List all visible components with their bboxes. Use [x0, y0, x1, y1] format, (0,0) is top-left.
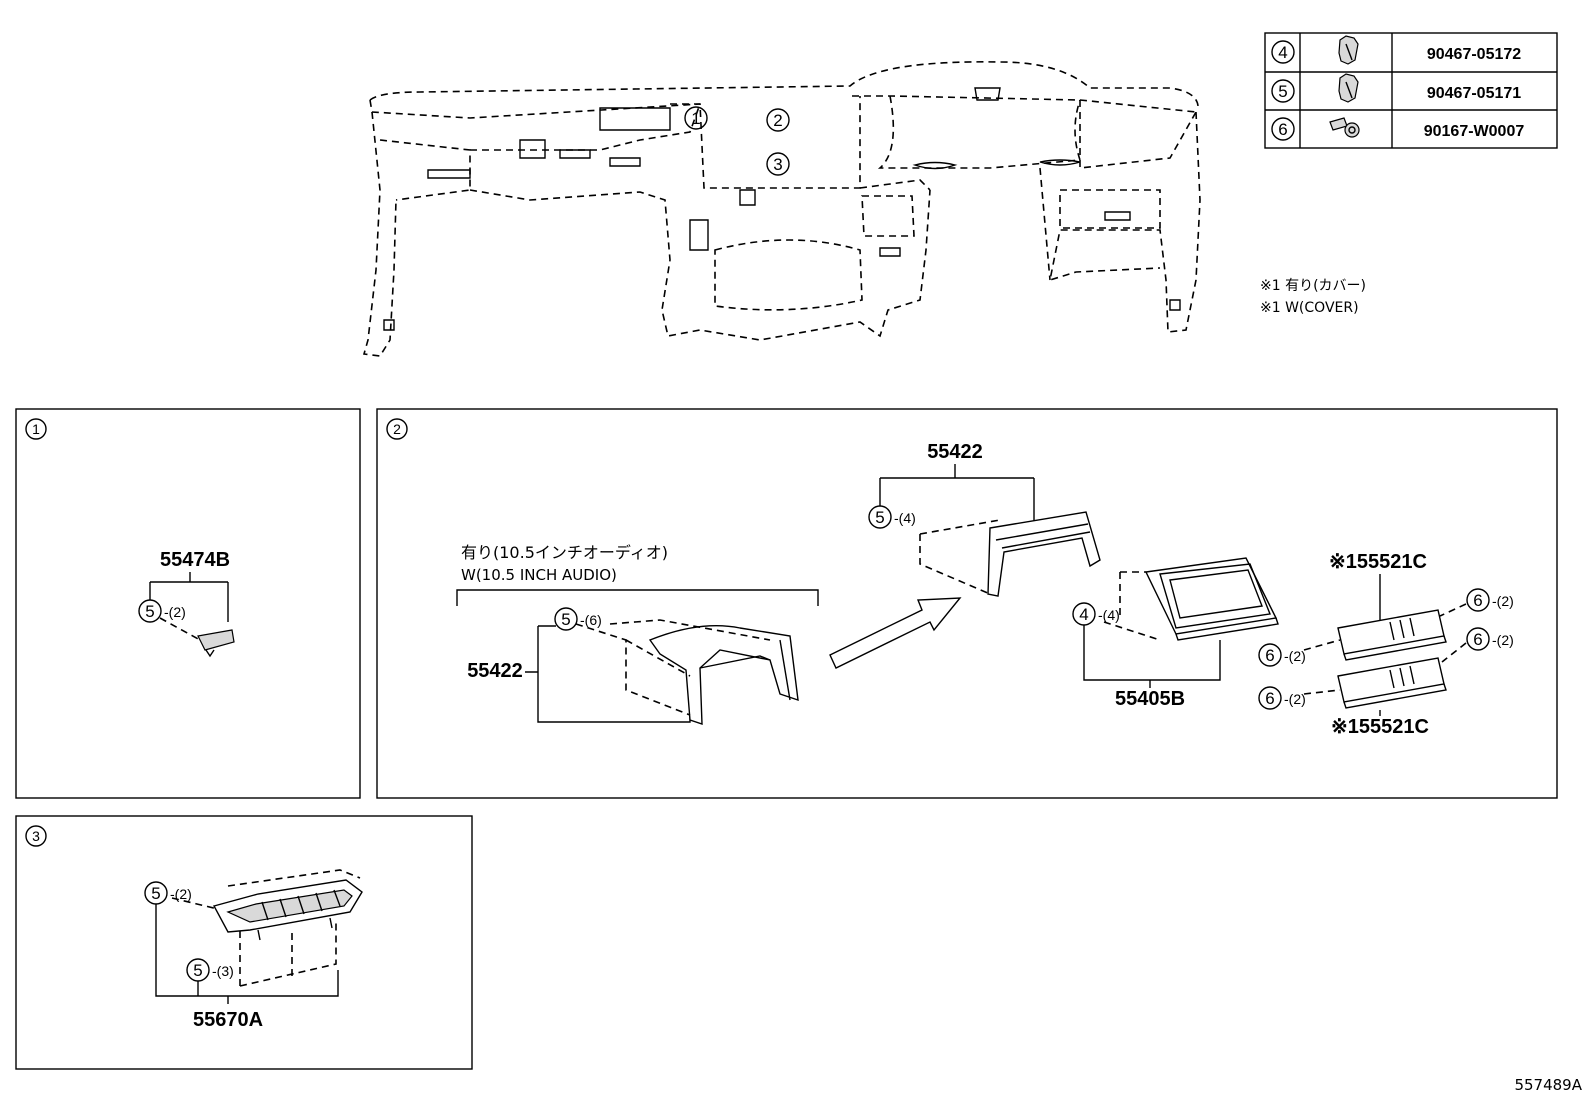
overview-callout-1: 1	[684, 106, 708, 130]
part-55521C-upper-cover	[1337, 609, 1447, 661]
part-label-55521C-upper: ※155521C	[1329, 551, 1427, 573]
detail-panel-3: 3 5 -(2) 5 -(3) 55670A	[15, 815, 473, 1070]
part-55422-top-bracket	[987, 511, 1101, 597]
svg-text:6: 6	[1265, 646, 1274, 665]
part-55521C-lower-cover	[1337, 657, 1447, 709]
panel-id: 1	[32, 421, 40, 437]
fastener-callout: 6 -(2)	[1258, 643, 1306, 667]
part-label-55670A: 55670A	[193, 1009, 263, 1031]
table-row-4: 4 90467-05172	[1271, 35, 1521, 65]
svg-text:1: 1	[691, 109, 700, 128]
fastener-callout: 6 -(2)	[1466, 588, 1514, 612]
svg-text:-(2): -(2)	[1284, 691, 1306, 707]
table-part-number: 90467-05172	[1427, 46, 1521, 63]
svg-text:5: 5	[151, 884, 160, 903]
svg-text:6: 6	[1473, 630, 1482, 649]
svg-text:-(2): -(2)	[1492, 632, 1514, 648]
table-ref: 5	[1278, 82, 1287, 101]
part-label-55521C-lower: ※155521C	[1331, 716, 1429, 738]
svg-text:4: 4	[1079, 605, 1088, 624]
screw-icon	[1329, 117, 1360, 138]
svg-text:-(4): -(4)	[894, 510, 916, 526]
panel-id: 3	[32, 828, 40, 844]
part-55670A-vent-bezel	[212, 879, 363, 941]
fastener-callout: 6 -(2)	[1466, 627, 1514, 651]
fastener-table: 4 90467-05172 5 90467-05171 6	[1264, 32, 1558, 149]
part-55474B	[197, 629, 235, 658]
svg-text:5: 5	[875, 508, 884, 527]
overview-callout-3: 3	[766, 152, 790, 176]
fastener-callout: 5 -(6)	[554, 607, 602, 631]
part-label-55474B: 55474B	[160, 549, 230, 571]
notes: ※1 有り(カバー) ※1 W(COVER)	[1260, 278, 1366, 316]
table-part-number: 90167-W0007	[1424, 123, 1525, 140]
condition-en: W(10.5 INCH AUDIO)	[461, 566, 617, 584]
note-en: ※1 W(COVER)	[1260, 300, 1359, 316]
table-ref: 6	[1278, 120, 1287, 139]
part-label-55422-top: 55422	[927, 441, 983, 463]
table-row-6: 6 90167-W0007	[1271, 117, 1525, 141]
svg-text:6: 6	[1473, 591, 1482, 610]
fastener-callout: 5 -(4)	[868, 505, 916, 529]
svg-text:-(2): -(2)	[1284, 648, 1306, 664]
detail-panel-2: 2 有り(10.5インチオーディオ) W(10.5 INCH AUDIO) 55…	[376, 408, 1558, 799]
svg-text:2: 2	[773, 111, 782, 130]
part-label-55422-left: 55422	[467, 660, 523, 682]
svg-text:-(6): -(6)	[580, 612, 602, 628]
fastener-callout: 6 -(2)	[1258, 686, 1306, 710]
table-part-number: 90467-05171	[1427, 85, 1521, 102]
condition-jp: 有り(10.5インチオーディオ)	[461, 543, 668, 562]
clip-icon	[1338, 73, 1359, 103]
detail-panel-1: 1 55474B 5 -(2)	[15, 408, 361, 799]
fastener-callout: 5 -(2)	[138, 599, 186, 623]
part-55405B-display	[1144, 557, 1279, 641]
panel-id: 2	[393, 421, 401, 437]
diagram-code: 557489A	[1514, 1076, 1582, 1094]
part-label-55405B: 55405B	[1115, 688, 1185, 710]
svg-text:-(2): -(2)	[164, 604, 186, 620]
note-jp: ※1 有り(カバー)	[1260, 278, 1366, 294]
svg-text:5: 5	[193, 961, 202, 980]
arrow-icon	[829, 597, 962, 669]
svg-text:-(2): -(2)	[170, 886, 192, 902]
svg-text:3: 3	[773, 155, 782, 174]
table-ref: 4	[1278, 43, 1287, 62]
part-55422-left-bracket	[648, 625, 799, 725]
overview-callout-2: 2	[766, 108, 790, 132]
svg-text:5: 5	[561, 610, 570, 629]
svg-text:-(4): -(4)	[1098, 607, 1120, 623]
fastener-callout: 4 -(4)	[1072, 602, 1120, 626]
table-row-5: 5 90467-05171	[1271, 73, 1521, 103]
fastener-callout-bottom: 5 -(3)	[186, 958, 234, 982]
svg-text:5: 5	[145, 602, 154, 621]
instrument-panel-overview: 1 2 3	[362, 61, 1201, 357]
svg-text:6: 6	[1265, 689, 1274, 708]
clip-icon	[1338, 35, 1359, 65]
svg-text:-(3): -(3)	[212, 963, 234, 979]
svg-text:-(2): -(2)	[1492, 593, 1514, 609]
